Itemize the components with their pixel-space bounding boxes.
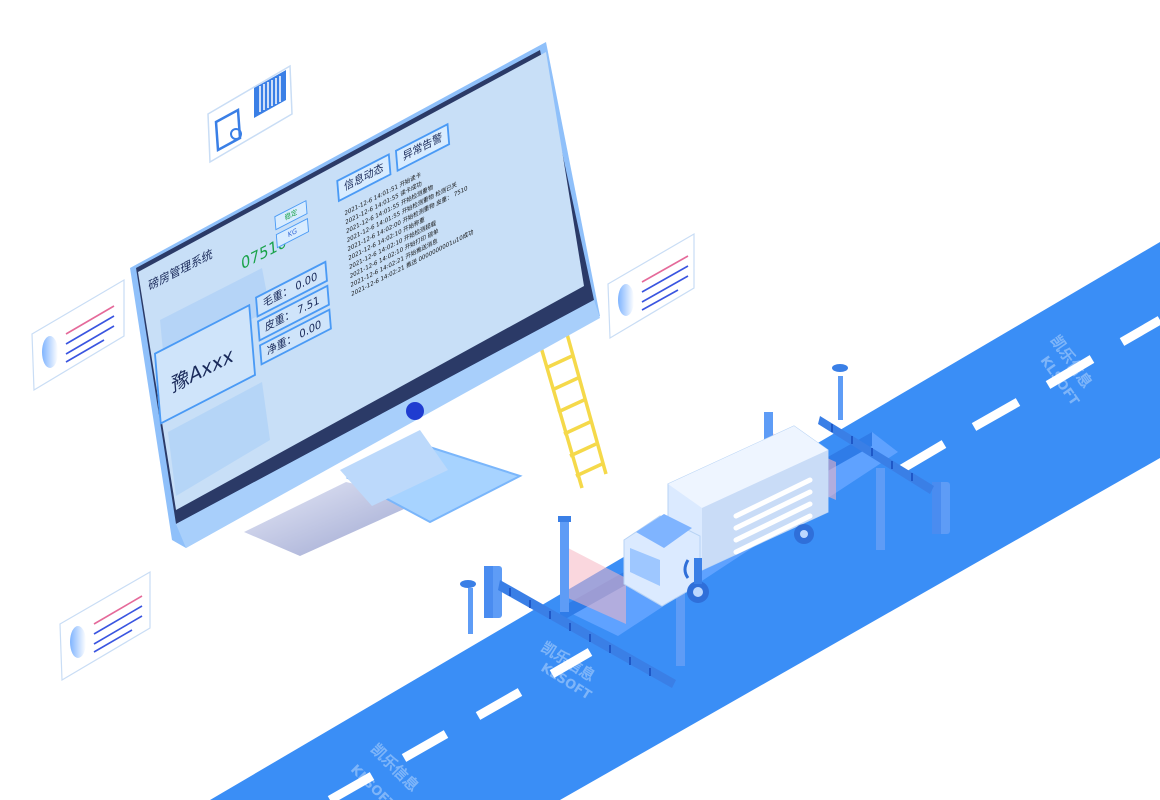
monitor-power-button[interactable] <box>406 402 424 420</box>
certificate-barcode-icon <box>207 64 293 164</box>
road-markings <box>327 316 1160 800</box>
license-plate: 豫Axxx <box>170 342 235 398</box>
plate-panel: 豫Axxx <box>153 303 256 425</box>
document-card-icon <box>59 570 151 682</box>
camera-pole-icon <box>460 364 848 634</box>
monitor-stand <box>244 430 523 556</box>
document-card-icon <box>31 278 125 392</box>
truck-icon <box>623 425 829 607</box>
barrier-gate-icon <box>484 416 950 688</box>
document-card-icon <box>607 232 695 340</box>
